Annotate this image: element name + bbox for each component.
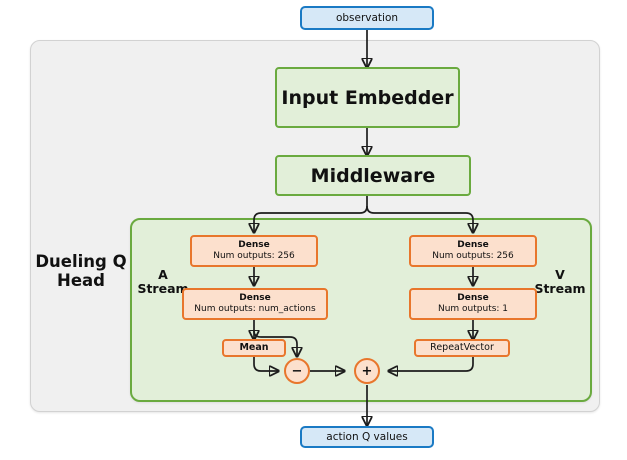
a-stream-line-1: A (158, 267, 168, 282)
observation-node: observation (300, 6, 434, 30)
action-q-values-label: action Q values (326, 431, 408, 443)
observation-label: observation (335, 12, 399, 24)
a-dense-numactions-node: Dense Num outputs: num_actions (182, 288, 328, 320)
v-dense-256-title: Dense (457, 239, 489, 250)
repeat-vector-node: RepeatVector (414, 339, 510, 357)
v-stream-line-1: V (555, 267, 565, 282)
a-dense-256-node: Dense Num outputs: 256 (190, 235, 318, 267)
middleware-node: Middleware (275, 155, 471, 196)
a-dense-numactions-subtitle: Num outputs: num_actions (194, 304, 316, 314)
action-q-values-node: action Q values (300, 426, 434, 448)
a-dense-256-subtitle: Num outputs: 256 (213, 251, 295, 261)
v-dense-256-node: Dense Num outputs: 256 (409, 235, 537, 267)
mean-node: Mean (222, 339, 286, 357)
add-symbol: + (361, 363, 373, 379)
v-dense-1-title: Dense (457, 292, 489, 303)
add-operator: + (354, 358, 380, 384)
dueling-q-head-label: Dueling Q Head (33, 252, 129, 291)
middleware-label: Middleware (310, 164, 436, 187)
mean-label: Mean (239, 342, 269, 354)
advantage-stream-label: A Stream (136, 267, 190, 297)
a-stream-line-2: Stream (137, 281, 189, 297)
subtract-operator: − (284, 358, 310, 384)
value-stream-label: V Stream (531, 267, 589, 297)
input-embedder-label: Input Embedder (281, 86, 454, 109)
head-label-line-1: Dueling Q (35, 252, 127, 271)
a-dense-numactions-title: Dense (239, 292, 271, 303)
head-label-line-2: Head (57, 270, 105, 290)
input-embedder-node: Input Embedder (275, 67, 460, 128)
v-dense-1-node: Dense Num outputs: 1 (409, 288, 537, 320)
repeat-vector-label: RepeatVector (430, 342, 494, 354)
v-stream-line-2: Stream (534, 281, 586, 297)
subtract-symbol: − (291, 363, 303, 379)
v-dense-1-subtitle: Num outputs: 1 (437, 304, 509, 314)
a-dense-256-title: Dense (238, 239, 270, 250)
v-dense-256-subtitle: Num outputs: 256 (432, 251, 514, 261)
